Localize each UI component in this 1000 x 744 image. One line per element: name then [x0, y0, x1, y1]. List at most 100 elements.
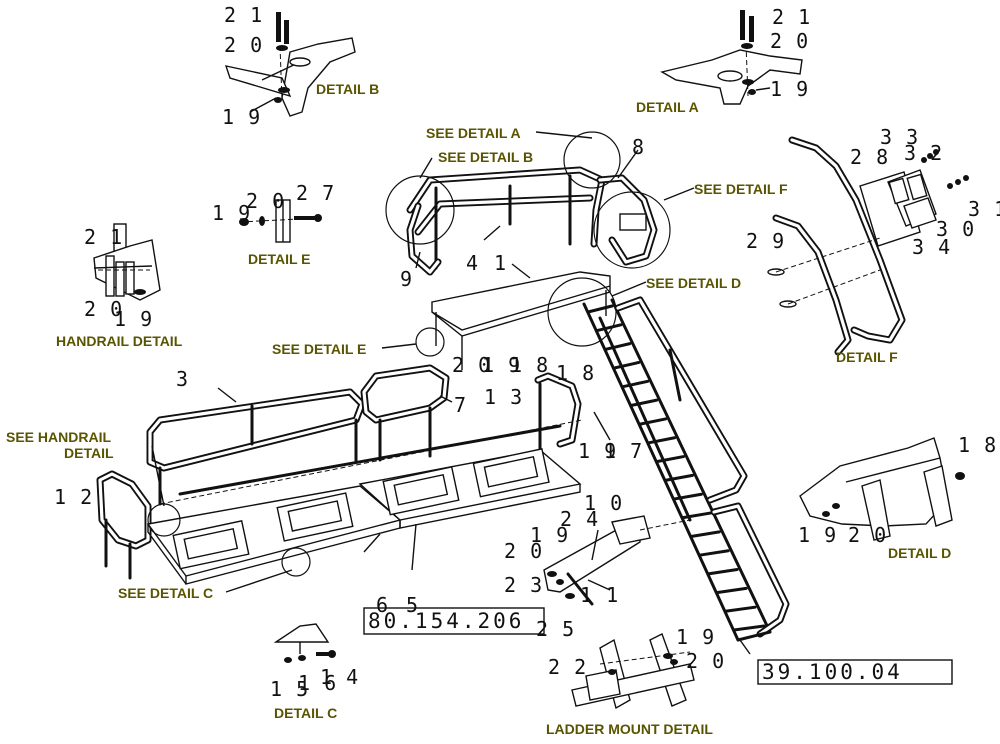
ladder-rung: [698, 549, 730, 557]
section-labels: DETAIL B DETAIL A SEE DETAIL A SEE DETAI…: [6, 81, 951, 737]
ladder-rung: [586, 304, 614, 314]
item-callout-h-20: 2 0: [84, 297, 123, 321]
item-callout-e-20: 2 0: [246, 189, 285, 213]
ladder-rung: [706, 568, 739, 576]
item-callout-d-19: 1 9: [798, 523, 837, 547]
item-callout-item-4: 4: [466, 251, 479, 275]
lower-platform-assembly: [96, 364, 583, 585]
item-callout-item-6: 6: [376, 593, 389, 617]
detail-c-callout-circle: [281, 547, 311, 577]
item-callout-lad-19: 1 9: [578, 439, 617, 463]
item-callout-e-19: 1 9: [212, 201, 251, 225]
item-callout-h-21: 2 1: [84, 225, 123, 249]
see-handrail-detail-label-line2: DETAIL: [64, 445, 114, 461]
item-callout-item-9: 9: [400, 267, 413, 291]
detail-e-illustration: [239, 199, 322, 243]
detail-b-callout-circle: [385, 175, 455, 245]
detail-d-callout-circle: [547, 277, 617, 347]
part-number-boxes: 80.154.206 39.100.04: [363, 607, 953, 685]
part-number-box-1: [363, 607, 545, 635]
detail-c-illustration: [273, 623, 336, 663]
see-detail-c-label: SEE DETAIL C: [118, 585, 213, 601]
item-callout-item-1: 1: [494, 251, 507, 275]
detail-f-illustration: [767, 136, 969, 356]
part-number-1: 80.154.206: [368, 609, 524, 633]
item-callout-f-33a: 3 3: [880, 125, 919, 149]
item-callout-f-31: 3 1: [968, 197, 1000, 221]
item-callout-br-23: 2 3: [504, 573, 543, 597]
item-callout-item-3: 3: [176, 367, 189, 391]
see-detail-f-label: SEE DETAIL F: [694, 181, 788, 197]
handrail-detail-illustration: [93, 223, 161, 301]
item-callout-lad-17: 1 7: [604, 439, 643, 463]
detail-d-illustration: [799, 437, 965, 541]
item-callout-h-19: 1 9: [114, 307, 153, 331]
item-callout-c-14: 1 4: [320, 665, 359, 689]
ladder-rung: [680, 511, 712, 520]
ladder-rungs: [586, 304, 766, 632]
see-detail-a-label: SEE DETAIL A: [426, 125, 521, 141]
item-callout-plat-18: 1 8: [510, 353, 549, 377]
detail-a-illustration: [660, 10, 803, 105]
top-platform-assembly: [406, 166, 658, 370]
handrail-detail-label: HANDRAIL DETAIL: [56, 333, 183, 349]
item-callout-c-15: 1 5: [270, 677, 309, 701]
detail-b-illustration: [224, 12, 356, 117]
item-callout-f-34: 3 4: [912, 235, 951, 259]
item-callout-br-25: 2 5: [536, 617, 575, 641]
detail-d-label: DETAIL D: [888, 545, 951, 561]
ladder-rung: [603, 342, 632, 351]
item-callout-item-7: 7: [454, 393, 467, 417]
ladder-rung: [638, 417, 668, 426]
item-callout-plat-20: 2 0: [452, 353, 491, 377]
item-callout-d-20: 2 0: [848, 523, 887, 547]
see-detail-d-label: SEE DETAIL D: [646, 275, 741, 291]
ladder-rung: [646, 436, 677, 445]
item-callout-c-16: 1 6: [298, 671, 337, 695]
item-callout-item-8: 8: [632, 135, 645, 159]
ladder-rung: [715, 586, 748, 595]
leader-lines: [151, 131, 751, 655]
ladder-rung: [723, 605, 757, 613]
item-callout-lm-22: 2 2: [548, 655, 587, 679]
item-callout-br-24: 2 4: [560, 507, 599, 531]
item-callout-item-13: 1 3: [484, 385, 523, 409]
ladder-mount-detail-label: LADDER MOUNT DETAIL: [546, 721, 713, 737]
item-callout-b-20: 2 0: [224, 33, 263, 57]
detail-f-label: DETAIL F: [836, 349, 898, 365]
item-callout-a-19: 1 9: [770, 77, 809, 101]
detail-c-label: DETAIL C: [274, 705, 337, 721]
item-callout-lad-18: 1 8: [556, 361, 595, 385]
part-number-2: 39.100.04: [762, 660, 903, 684]
ladder-rung: [620, 379, 650, 389]
detail-b-label: DETAIL B: [316, 81, 379, 97]
ladder-rung: [663, 473, 694, 482]
ladder-mount-detail-illustration: [571, 633, 695, 710]
part-number-box-2: [757, 659, 953, 685]
item-callout-b-19: 1 9: [222, 105, 261, 129]
item-callout-b-21: 2 1: [224, 3, 263, 27]
item-callout-item-12: 1 2: [54, 485, 93, 509]
see-detail-e-label: SEE DETAIL E: [272, 341, 366, 357]
ladder-rung: [689, 530, 721, 538]
item-callout-f-29: 2 9: [746, 229, 785, 253]
ladder-rung: [672, 492, 703, 501]
item-callout-a-21: 2 1: [772, 5, 811, 29]
ladder-rung: [732, 624, 766, 632]
ladder-assembly: [582, 296, 790, 642]
detail-e-label: DETAIL E: [248, 251, 311, 267]
detail-a-callout-circle: [563, 131, 621, 189]
callout-circles: [147, 131, 671, 577]
item-callout-e-27: 2 7: [296, 181, 335, 205]
item-callout-item-10: 1 0: [584, 491, 623, 515]
item-callout-item-5: 5: [406, 593, 419, 617]
deck-plates: [172, 448, 550, 570]
item-callout-a-20: 2 0: [770, 29, 809, 53]
ladder-rung: [655, 455, 686, 464]
item-callout-item-11: 1 1: [580, 583, 619, 607]
see-detail-b-label: SEE DETAIL B: [438, 149, 533, 165]
ladder-rung: [612, 360, 641, 370]
ladder-rung: [629, 398, 659, 408]
